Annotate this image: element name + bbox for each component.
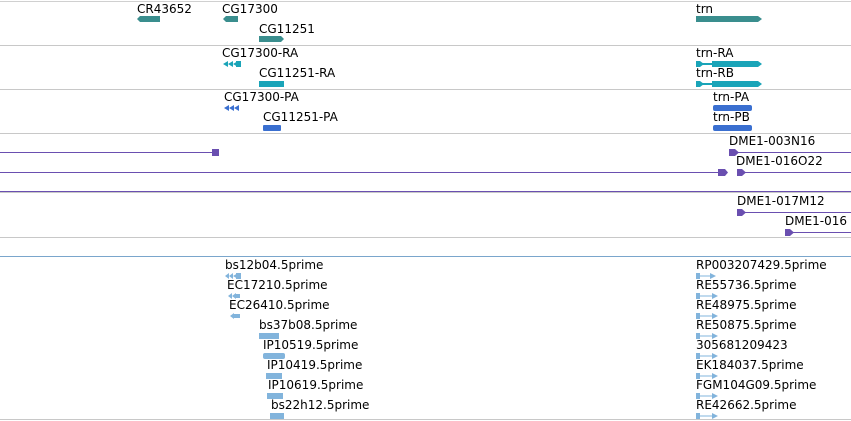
- gene-label[interactable]: CG11251: [259, 22, 315, 36]
- clone-label[interactable]: DME1-016: [785, 214, 848, 228]
- gene-glyphs: [137, 16, 762, 42]
- tx-trn-rb-glyph[interactable]: [696, 81, 762, 87]
- est-label[interactable]: bs22h12.5prime: [271, 398, 370, 412]
- track-divider-bottom: [0, 419, 851, 420]
- pp-cg11251-pa-glyph[interactable]: [263, 125, 281, 131]
- est-ip10419-glyph[interactable]: [266, 373, 282, 379]
- est-label[interactable]: RE48975.5prime: [696, 298, 797, 312]
- est-label[interactable]: RE50875.5prime: [696, 318, 797, 332]
- est-label[interactable]: EK184037.5prime: [696, 358, 804, 372]
- est-label[interactable]: IP10419.5prime: [267, 358, 363, 372]
- protein-glyphs: [224, 105, 752, 131]
- track-divider-ests: [0, 256, 851, 257]
- track-divider-clones-bottom: [0, 237, 851, 238]
- est-re55736-glyph[interactable]: [696, 293, 718, 299]
- est-label[interactable]: RP003207429.5prime: [696, 258, 827, 272]
- est-right-glyphs: [696, 273, 718, 419]
- est-re48975-glyph[interactable]: [696, 313, 718, 319]
- gene-label[interactable]: CG17300: [222, 2, 278, 16]
- protein-label[interactable]: trn-PB: [713, 110, 750, 124]
- est-re42662-glyph[interactable]: [696, 413, 718, 419]
- est-label[interactable]: EC17210.5prime: [227, 278, 328, 292]
- gene-cg11251-glyph[interactable]: [259, 36, 284, 42]
- est-rp003207429-glyph[interactable]: [696, 273, 716, 279]
- est-label[interactable]: RE55736.5prime: [696, 278, 797, 292]
- gene-cg17300-glyph[interactable]: [223, 16, 238, 22]
- clone-label[interactable]: DME1-003N16: [729, 134, 816, 148]
- clone-glyphs: [0, 149, 851, 236]
- tx-trn-ra-glyph[interactable]: [696, 61, 762, 67]
- track-divider-proteins-clones: [0, 133, 851, 134]
- est-label[interactable]: FGM104G09.5prime: [696, 378, 817, 392]
- clone-dme1-017m12-end[interactable]: [737, 209, 746, 216]
- clone-dme1-016o22-end[interactable]: [737, 169, 746, 176]
- est-bs22h12-glyph[interactable]: [270, 413, 284, 419]
- est-305681209423-glyph[interactable]: [696, 353, 718, 359]
- est-re50875-glyph[interactable]: [696, 333, 718, 339]
- est-left-glyphs: [225, 273, 285, 419]
- track-divider-genes-top: [0, 1, 851, 2]
- protein-label[interactable]: trn-PA: [713, 90, 750, 104]
- track-divider-clones-mid: [0, 192, 851, 193]
- gene-cr43652-glyph[interactable]: [137, 16, 160, 22]
- transcript-label[interactable]: CG11251-RA: [259, 66, 336, 80]
- est-bs12b04-glyph[interactable]: [225, 273, 241, 279]
- transcript-label[interactable]: trn-RB: [696, 66, 734, 80]
- est-ec17210-glyph[interactable]: [228, 293, 240, 299]
- clone-long-end-b[interactable]: [718, 169, 728, 176]
- est-label[interactable]: bs37b08.5prime: [259, 318, 358, 332]
- tx-cg17300-ra-glyph[interactable]: [223, 61, 241, 67]
- est-ip10619-glyph[interactable]: [267, 393, 283, 399]
- protein-label[interactable]: CG11251-PA: [263, 110, 338, 124]
- transcript-label[interactable]: trn-RA: [696, 46, 734, 60]
- transcript-label[interactable]: CG17300-RA: [222, 46, 299, 60]
- track-divider-transcripts-proteins: [0, 89, 851, 90]
- pp-trn-pa-glyph[interactable]: [713, 105, 752, 111]
- est-label[interactable]: bs12b04.5prime: [225, 258, 324, 272]
- est-label[interactable]: RE42662.5prime: [696, 398, 797, 412]
- clone-label[interactable]: DME1-016O22: [736, 154, 823, 168]
- tx-cg11251-ra-glyph[interactable]: [259, 81, 284, 87]
- est-fgm104g09-glyph[interactable]: [696, 393, 718, 399]
- protein-label[interactable]: CG17300-PA: [224, 90, 299, 104]
- gene-label[interactable]: CR43652: [137, 2, 192, 16]
- est-ec26410-glyph[interactable]: [230, 313, 240, 319]
- clone-dme1-003n16-end[interactable]: [729, 149, 739, 156]
- clone-dme1-016-end[interactable]: [785, 229, 794, 236]
- track-divider-genes-transcripts: [0, 45, 851, 46]
- gene-trn-glyph[interactable]: [696, 16, 762, 22]
- transcript-glyphs: [223, 61, 762, 87]
- pp-cg17300-pa-glyph[interactable]: [224, 105, 239, 111]
- est-bs37b08-glyph[interactable]: [259, 333, 279, 339]
- gene-label[interactable]: trn: [696, 2, 714, 16]
- clone-left-end-a[interactable]: [212, 149, 219, 156]
- est-label[interactable]: IP10519.5prime: [263, 338, 359, 352]
- est-ip10519-glyph[interactable]: [263, 353, 285, 359]
- est-label[interactable]: EC26410.5prime: [229, 298, 330, 312]
- pp-trn-pb-glyph[interactable]: [713, 125, 752, 131]
- est-ek184037-glyph[interactable]: [696, 373, 718, 379]
- clone-label[interactable]: DME1-017M12: [737, 194, 825, 208]
- est-label[interactable]: IP10619.5prime: [268, 378, 364, 392]
- est-label[interactable]: 305681209423: [696, 338, 788, 352]
